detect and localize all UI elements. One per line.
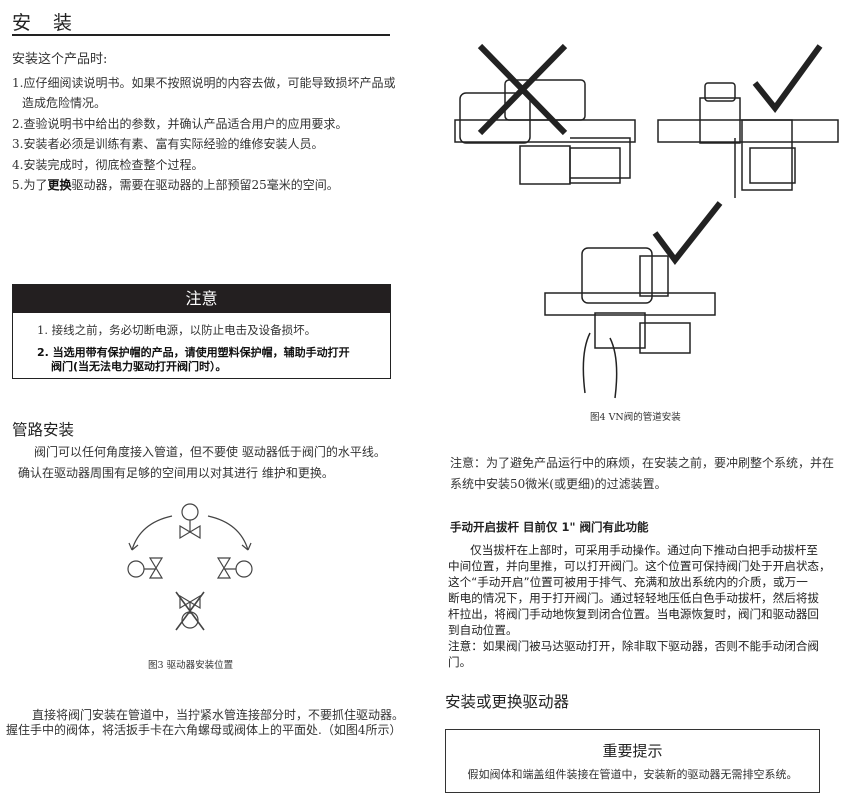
install-instructions: 安装这个产品时: 1.应仔细阅读说明书。如果不按照说明的内容去做，可能导致损坏产…: [12, 50, 397, 196]
caution-title: 注意: [13, 285, 390, 313]
check-mark: [752, 44, 823, 113]
item5-prefix: 5.为了: [12, 178, 48, 192]
manual-lever-image: [544, 247, 716, 399]
check-mark: [652, 201, 723, 265]
fig4-illustrations: [454, 43, 839, 399]
correct-install-image: [657, 82, 839, 198]
replace-actuator-title: 安装或更换驱动器: [445, 693, 570, 711]
important-tip-title: 重要提示: [602, 742, 663, 760]
intro-item: 4.安装完成时，彻底检查整个过程。: [12, 157, 204, 172]
manual-line: 杆拉出，将阀门手动地恢复到闭合位置。当电源恢复时，阀门和驱动器回: [448, 607, 820, 621]
important-tip-text: 假如阀体和端盖组件装接在管道中，安装新的驱动器无需排空系统。: [467, 768, 798, 781]
rotation-arc: [207, 515, 249, 551]
fig3-caption: 图3 驱动器安装位置: [148, 660, 234, 671]
rotation-arc: [131, 515, 173, 551]
pipe-para-line: 直接将阀门安装在管道中，当拧紧水管连接部分时，不要抓住驱动器。: [32, 708, 405, 722]
caution-item-2: 2. 当选用带有保护帽的产品，请使用塑料保护帽，辅助手动打开 阀门(当无法电力驱…: [13, 338, 390, 374]
wrong-install-image: [454, 79, 636, 185]
caution-item-1: 1. 接线之前，务必切断电源，以防止电击及设备损坏。: [37, 323, 317, 337]
intro-item: 1.应仔细阅读说明书。如果不按照说明的内容去做，可能导致损坏产品或: [12, 75, 396, 90]
manual-line: 门。: [448, 655, 472, 669]
pipe-para-line: 握住手中的阀体，将活扳手卡在六角螺母或阀体上的平面处.（如图4所示）: [6, 723, 402, 737]
item5-suffix: 驱动器，需要在驱动器的上部预留25毫米的空间。: [71, 178, 339, 192]
fig4-caption: 图4 VN阀的管道安装: [590, 412, 681, 423]
heading-divider: [12, 34, 390, 36]
fig3-diagram: [127, 503, 253, 631]
intro-item: 2.查验说明书中给出的参数，并确认产品适合用户的应用要求。: [12, 116, 348, 131]
intro-lead: 安装这个产品时:: [12, 52, 108, 67]
note-line: 注意：为了避免产品运行中的麻烦，在安装之前，要冲刷整个系统，并在: [450, 456, 835, 470]
intro-item: 3.安装者必须是训练有素、富有实际经验的维修安装人员。: [12, 137, 324, 151]
manual-line: 中间位置，并向里推，可以打开阀门。这个位置可保持阀门处于开启状态，: [448, 559, 831, 573]
pipe-text-line: 确认在驱动器周围有足够的空间用以对其进行 维护和更换。: [18, 466, 334, 480]
manual-line: 注意：如果阀门被马达驱动打开，除非取下驱动器，否则不能手动闭合阀: [448, 639, 820, 653]
caution-box: 注意 1. 接线之前，务必切断电源，以防止电击及设备损坏。 2. 当选用带有保护…: [12, 284, 391, 379]
caution-item-2-line: 阀门(当无法电力驱动打开阀门时）。: [51, 360, 227, 373]
note-line: 系统中安装50微米(或更细)的过滤装置。: [450, 477, 667, 491]
manual-line: 仅当拔杆在上部时，可采用手动操作。通过向下推动白把手动拔杆至: [448, 543, 818, 557]
cross-mark: [175, 591, 205, 631]
important-tip-box: 重要提示 假如阀体和端盖组件装接在管道中，安装新的驱动器无需排空系统。: [445, 729, 820, 793]
wrong-x-mark: [477, 43, 568, 136]
manual-line: 到自动位置。: [448, 623, 518, 637]
section-heading: 安 装: [12, 12, 81, 34]
intro-item: 5.为了更换驱动器，需要在驱动器的上部预留25毫米的空间。: [12, 175, 397, 196]
item5-bold: 更换: [47, 178, 72, 192]
pipe-text-line: 阀门可以任何角度接入管道，但不要使 驱动器低于阀门的水平线。: [34, 445, 386, 459]
manual-line: 这个“手动开启”位置可被用于排气、充满和放出系统内的介质，或万一: [448, 575, 808, 589]
manual-lever-text: 仅当拔杆在上部时，可采用手动操作。通过向下推动白把手动拔杆至 中间位置，并向里推…: [448, 542, 838, 670]
caution-item-2-line: 2. 当选用带有保护帽的产品，请使用塑料保护帽，辅助手动打开: [37, 346, 350, 359]
pipe-install-title: 管路安装: [12, 421, 75, 439]
manual-line: 断电的情况下，用于打开阀门。通过轻轻地压低白色手动拔杆，然后将拔: [448, 591, 820, 605]
manual-lever-title: 手动开启拔杆 目前仅 1" 阀门有此功能: [450, 520, 649, 534]
intro-item: 造成危险情况。: [22, 96, 107, 110]
